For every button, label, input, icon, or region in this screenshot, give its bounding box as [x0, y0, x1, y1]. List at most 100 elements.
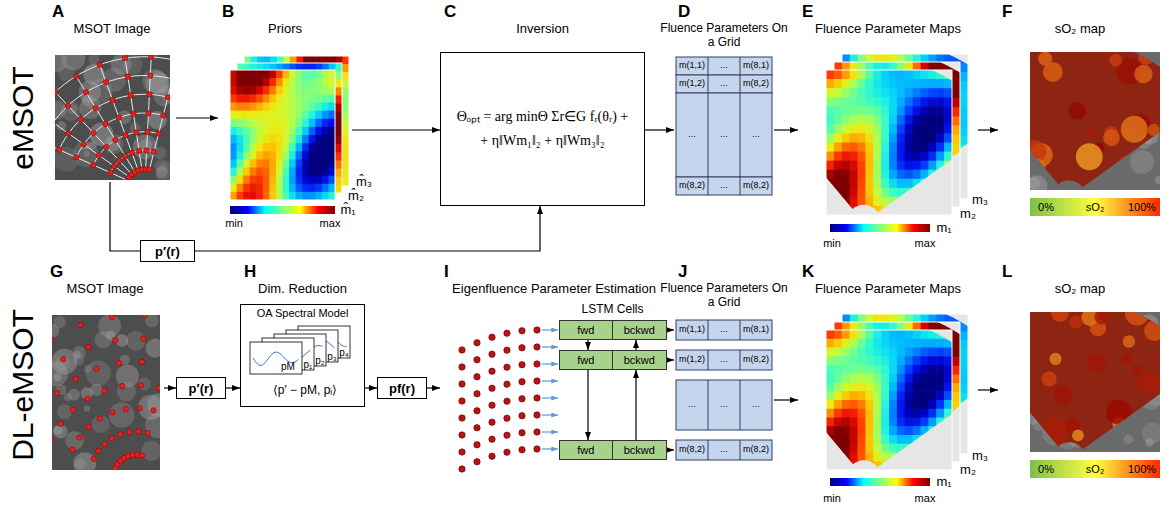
heat-cell [269, 70, 276, 79]
heat-cell [296, 159, 303, 168]
heat-cell [873, 124, 881, 134]
sample-dot [86, 344, 91, 349]
heat-cell [865, 88, 873, 98]
heat-cell [342, 56, 349, 65]
sample-dot [141, 336, 146, 341]
sample-dot [474, 459, 480, 465]
sample-dot [459, 398, 465, 404]
heat-cell [881, 170, 889, 180]
heat-cell [322, 151, 329, 160]
heat-cell [960, 54, 968, 64]
sample-dot [144, 148, 149, 153]
heat-cell [913, 106, 921, 116]
heat-cell [230, 176, 237, 185]
heat-cell [256, 184, 263, 193]
heat-cell [905, 170, 913, 180]
heat-cell [335, 63, 342, 72]
map-border [826, 70, 952, 215]
sample-dot [109, 436, 114, 441]
msot-image [55, 55, 170, 180]
heat-cell [250, 151, 257, 160]
heat-cell [335, 87, 342, 96]
heat-cell [928, 179, 936, 189]
heat-cell [335, 185, 342, 193]
input-arrow [542, 431, 558, 432]
heat-cell [834, 197, 842, 207]
heat-cell [936, 88, 944, 98]
sample-dot [504, 330, 510, 336]
heat-cell [256, 103, 263, 112]
heat-cell [858, 115, 866, 125]
sample-dot [96, 448, 101, 453]
sample-dot [102, 441, 107, 446]
heat-cell [834, 97, 842, 107]
heat-cell [921, 206, 929, 215]
sample-dot [170, 76, 171, 81]
input-arrow [542, 448, 558, 449]
heat-cell [342, 170, 349, 179]
sample-dot [148, 73, 153, 78]
sample-dot [534, 429, 540, 435]
heat-cell [913, 170, 921, 180]
heat-cell [897, 106, 905, 116]
grid-divider [740, 380, 741, 430]
heat-cell [289, 127, 296, 136]
heat-cell [842, 115, 850, 125]
heat-cell [921, 124, 929, 134]
heat-cell [289, 111, 296, 120]
sample-dot [489, 368, 495, 374]
heat-cell [850, 97, 858, 107]
heat-cell [842, 70, 850, 80]
heat-cell [850, 179, 858, 189]
heat-cell [889, 161, 897, 171]
heat-cell [905, 97, 913, 107]
heat-cell [834, 106, 842, 116]
sample-dot [116, 360, 121, 365]
heat-cell [243, 103, 250, 112]
heat-cell [936, 170, 944, 180]
heat-cell [335, 161, 342, 170]
sample-dot [116, 158, 121, 163]
heat-cell [842, 152, 850, 162]
heat-cell [302, 168, 309, 177]
heat-cell [921, 97, 929, 107]
heat-cell [826, 170, 834, 180]
so2-blob [1076, 143, 1103, 170]
heat-cell [897, 70, 905, 80]
heat-cell [936, 97, 944, 107]
heat-cell [263, 184, 270, 193]
heat-cell [834, 124, 842, 134]
heat-cell [315, 184, 322, 193]
heat-cell [328, 86, 335, 95]
heat-cell [873, 143, 881, 153]
heat-cell [328, 127, 335, 136]
heat-cell [237, 159, 244, 168]
sample-dot [97, 416, 102, 421]
heat-cell [283, 168, 290, 177]
tissue-speckle [64, 393, 72, 401]
heat-cell [342, 162, 349, 171]
tissue-speckle [55, 101, 66, 120]
heat-cell [276, 168, 283, 177]
heat-cell [960, 136, 968, 146]
sample-dot [151, 408, 156, 413]
heat-cell [328, 159, 335, 168]
heat-cell [256, 176, 263, 185]
heat-cell [842, 161, 850, 171]
heat-cell [928, 106, 936, 116]
sample-dot [534, 344, 540, 350]
sample-dot [519, 328, 525, 334]
grid-divider [708, 93, 709, 177]
heat-cell [865, 97, 873, 107]
heat-cell [237, 176, 244, 185]
heat-cell [842, 79, 850, 89]
sample-dot [534, 361, 540, 367]
heat-cell [873, 188, 881, 198]
heat-cell [865, 188, 873, 198]
heat-cell [289, 103, 296, 112]
tissue-speckle [53, 316, 66, 329]
sample-dot [102, 388, 107, 393]
sample-dot [474, 357, 480, 363]
heat-cell [897, 161, 905, 171]
grid-row [676, 75, 772, 93]
